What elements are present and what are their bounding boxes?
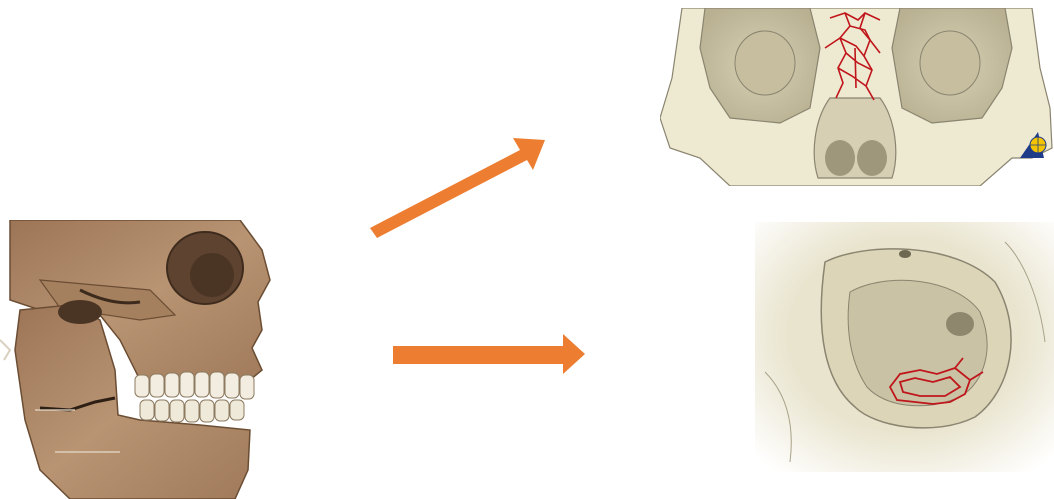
frontal-skull-illustration [660,8,1054,186]
lateral-skull-drawing [0,220,285,499]
arrow-right-icon [385,330,590,378]
orbit-floor-illustration [755,222,1054,472]
left-orbit-inner [920,31,980,95]
orbit-floor-drawing [755,222,1054,472]
arrow-right-up-icon [355,128,560,248]
lower-teeth [140,400,244,422]
edge-mark [0,340,10,360]
orbital-cavity [848,280,987,405]
lateral-skull-illustration [0,220,285,499]
optic-foramen [946,312,974,336]
right-orbit-inner [735,31,795,95]
arrow-lower-shape [385,330,590,378]
nasal-cavity-left [825,140,855,176]
nasal-cavity-right [857,140,887,176]
frontal-skull-drawing [660,8,1054,186]
sigmoid-notch [58,300,102,324]
orbit-inner-shadow [190,253,234,297]
supraorbital-notch [899,250,911,258]
arrow-upper-shape [355,128,560,248]
